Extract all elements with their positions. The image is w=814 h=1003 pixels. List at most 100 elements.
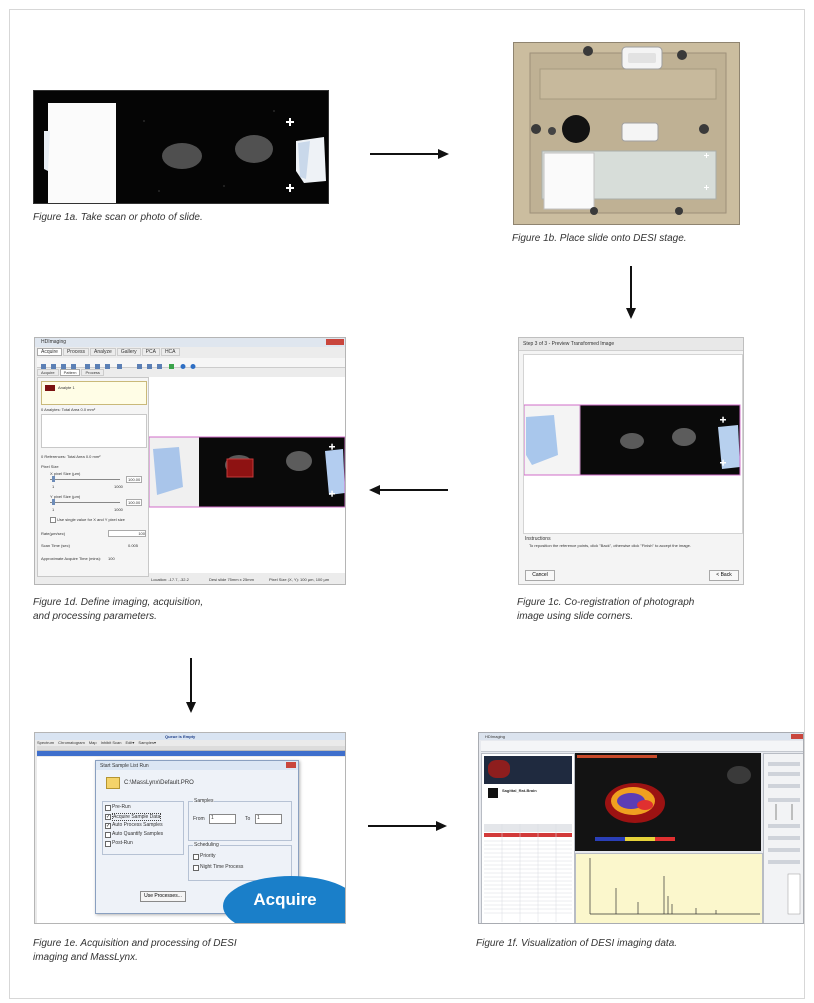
caption-1a: Figure 1a. Take scan or photo of slide.: [33, 212, 203, 223]
status-location: Location: -17.7, -32.2: [151, 577, 189, 582]
figure-1b-desi-stage: [513, 42, 740, 225]
window-titlebar: Queue is Empty: [35, 733, 345, 740]
menu-spectrum[interactable]: Spectrum: [37, 740, 55, 745]
run-options-group: Pre-Run ✓Acquire Sample Data ✓Auto Proce…: [102, 801, 184, 855]
caption-1e-line2: imaging and MassLynx.: [33, 952, 138, 963]
references-summary: 0 References: Total Area 0.0 mm²: [41, 454, 101, 459]
y-min: 1: [52, 507, 55, 512]
window-titlebar: HDImaging: [35, 338, 345, 347]
status-bar: Location: -17.7, -32.2 Desi slide 75mm x…: [149, 575, 345, 584]
ion-image-view[interactable]: [575, 753, 761, 851]
x-pixel-label: X pixel Size (µm): [50, 471, 81, 476]
x-pixel-slider[interactable]: [50, 479, 120, 480]
rate-label: Rate(µm/sec): [41, 531, 66, 536]
dialog-title: Start Sample List Run: [100, 763, 149, 769]
y-pixel-slider[interactable]: [50, 502, 120, 503]
tab-pca[interactable]: PCA: [141, 348, 160, 356]
instructions-text: To reposition the reference points, clic…: [529, 543, 691, 548]
desi-stage-photo: [514, 43, 739, 224]
sample-thumb-row[interactable]: [484, 756, 572, 784]
sample-thumbnail: [488, 788, 498, 798]
arrow-right-icon: [370, 149, 449, 159]
tab-acquire[interactable]: Acquire: [37, 348, 62, 356]
sample-item[interactable]: Sagittal_Rat-Brain: [484, 786, 572, 800]
sample-table-row[interactable]: [37, 751, 345, 756]
use-processes-button[interactable]: Use Processes...: [140, 891, 186, 902]
scan-time-value: 0.005: [128, 543, 139, 548]
samples-group: Samples From 1 To 1: [188, 798, 292, 841]
y-max: 1000: [114, 507, 123, 512]
sample-name: Sagittal_Rat-Brain: [502, 788, 537, 793]
arrow-right-icon: [368, 821, 447, 831]
caption-1b: Figure 1b. Place slide onto DESI stage.: [512, 233, 687, 244]
caption-1d-line2: and processing parameters.: [33, 611, 157, 622]
tab-analyze[interactable]: Analyze: [90, 348, 116, 356]
slide-scan-image: [34, 91, 328, 203]
pixel-size-label: Pixel Size: [41, 464, 59, 469]
menu-chromatogram[interactable]: Chromatogram: [58, 740, 85, 745]
figure-1e-masslynx-acquire: Queue is Empty Spectrum Chromatogram Map…: [34, 732, 346, 924]
night-time-checkbox[interactable]: [193, 865, 199, 871]
subtab-acquire[interactable]: Acquire: [37, 369, 59, 376]
slide-pattern-image: [148, 436, 345, 508]
mass-spectrum-view[interactable]: [575, 853, 763, 923]
brain-ion-image: [575, 753, 761, 851]
app-title: HDImaging: [41, 339, 67, 345]
dialog-titlebar: Start Sample List Run: [96, 761, 298, 770]
analytes-list[interactable]: [41, 414, 147, 448]
figure-1c-coregistration-window: Step 3 of 3 - Preview Transformed Image …: [518, 337, 744, 585]
priority-checkbox[interactable]: [193, 854, 199, 860]
window-titlebar: Step 3 of 3 - Preview Transformed Image: [519, 338, 743, 351]
left-panel: Analyte 1 0 Analytes: Total Area 0.0 mm²…: [37, 377, 149, 577]
analyte-color-swatch: [45, 385, 55, 391]
caption-1f: Figure 1f. Visualization of DESI imaging…: [476, 938, 678, 949]
menu-map[interactable]: Map: [88, 740, 97, 745]
from-input[interactable]: 1: [209, 814, 236, 824]
scheduling-label: Scheduling: [193, 842, 220, 848]
priority-label: Priority: [200, 853, 216, 859]
analytes-summary: 0 Analytes: Total Area 0.0 mm²: [41, 407, 96, 412]
x-pixel-input[interactable]: 100.00: [126, 476, 143, 483]
queue-status: Queue is Empty: [165, 734, 196, 739]
peak-table[interactable]: [484, 824, 572, 922]
x-slider-thumb[interactable]: [52, 476, 55, 482]
rate-input[interactable]: 100: [108, 530, 146, 537]
project-path: C:\MassLynx\Default.PRO: [124, 780, 194, 786]
y-pixel-label: Y pixel Size (µm): [50, 494, 81, 499]
cancel-button[interactable]: Cancel: [525, 570, 555, 581]
toolbar[interactable]: [481, 741, 803, 752]
menu-samples[interactable]: Samples▾: [138, 740, 156, 745]
subtab-pattern[interactable]: Pattern: [59, 369, 81, 376]
property-controls[interactable]: [764, 754, 804, 924]
peak-table-grid: [484, 824, 572, 922]
y-slider-thumb[interactable]: [52, 499, 55, 505]
analyte-name: Analyte 1: [58, 385, 75, 390]
scheduling-group: Scheduling Priority Night Time Process: [188, 842, 292, 881]
close-icon[interactable]: [286, 762, 296, 768]
arrow-down-icon: [186, 658, 196, 713]
menu-bar: Spectrum Chromatogram Map Inhibit Scan E…: [37, 740, 156, 745]
subtab-process[interactable]: Process: [81, 369, 104, 376]
tab-gallery[interactable]: Gallery: [116, 348, 141, 356]
tab-hca[interactable]: HCA: [160, 348, 180, 356]
toolbar-icons[interactable]: [37, 362, 237, 371]
figure-1a-slide-scan: [33, 90, 329, 204]
x-min: 1: [52, 484, 55, 489]
close-icon[interactable]: [326, 339, 344, 345]
close-icon[interactable]: [791, 734, 803, 739]
status-pixel-size: Pixel Size (X, Y): 100 µm, 100 µm: [269, 577, 330, 582]
single-value-checkbox[interactable]: [50, 517, 56, 523]
single-value-label: Use single value for X and Y pixel size: [57, 517, 125, 522]
acquire-badge-label: Acquire: [253, 890, 317, 909]
mass-spectrum-plot: [576, 854, 762, 923]
instructions-label: Instructions: [525, 536, 551, 542]
menu-edit[interactable]: Edit▾: [125, 740, 135, 745]
scan-time-label: Scan Time (sec): [41, 543, 70, 548]
back-button[interactable]: < Back: [709, 570, 739, 581]
y-pixel-input[interactable]: 100.00: [126, 499, 143, 506]
slide-canvas[interactable]: [148, 377, 345, 573]
analyte-card[interactable]: Analyte 1: [41, 381, 147, 405]
tab-process[interactable]: Process: [62, 348, 90, 356]
to-input[interactable]: 1: [255, 814, 282, 824]
menu-inhibit-scan[interactable]: Inhibit Scan: [100, 740, 122, 745]
